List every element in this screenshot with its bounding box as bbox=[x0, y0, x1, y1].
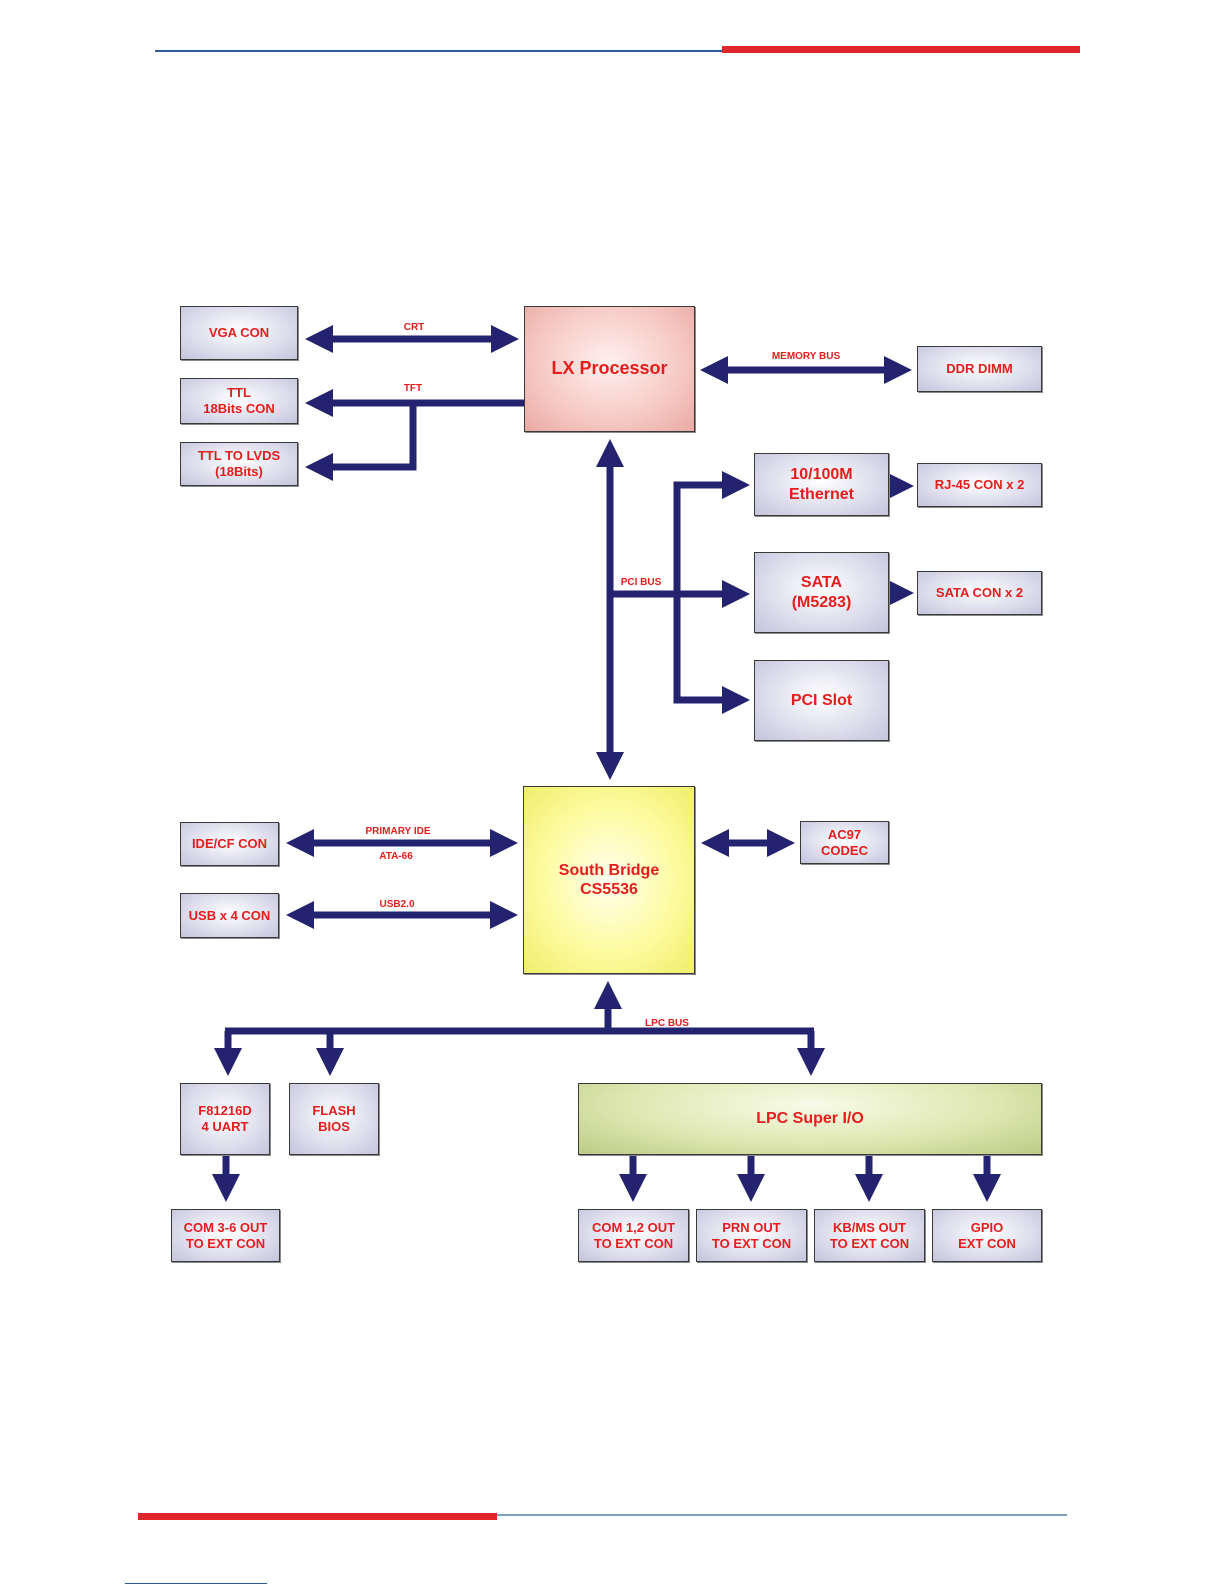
vga-con-block: VGA CON bbox=[180, 306, 298, 360]
ttl-18bits-con-block: TTL 18Bits CON bbox=[180, 378, 298, 424]
ethernet-block: 10/100M Ethernet bbox=[754, 453, 889, 516]
footer-link-underline bbox=[125, 1583, 267, 1584]
header-rule-red bbox=[722, 46, 1080, 53]
sata-con-block: SATA CON x 2 bbox=[917, 571, 1042, 615]
lpc-bus-label: LPC BUS bbox=[645, 1018, 689, 1029]
com36-out-block: COM 3-6 OUT TO EXT CON bbox=[171, 1209, 280, 1262]
memory-bus-label: MEMORY BUS bbox=[772, 351, 841, 362]
com12-out-block: COM 1,2 OUT TO EXT CON bbox=[578, 1209, 689, 1262]
tft-lvds-branch bbox=[305, 403, 417, 481]
flash-bios-block: FLASH BIOS bbox=[289, 1083, 379, 1155]
gpio-ext-block: GPIO EXT CON bbox=[932, 1209, 1042, 1262]
pci-slot-block: PCI Slot bbox=[754, 660, 889, 741]
ata66-label: ATA-66 bbox=[379, 851, 413, 862]
kbms-out-block: KB/MS OUT TO EXT CON bbox=[814, 1209, 925, 1262]
usb-con-block: USB x 4 CON bbox=[180, 893, 279, 938]
tft-label: TFT bbox=[404, 383, 422, 394]
lx-processor-block: LX Processor bbox=[524, 306, 695, 432]
south-bridge-block: South Bridge CS5536 bbox=[523, 786, 695, 974]
crt-label: CRT bbox=[404, 322, 425, 333]
pci-slot-branch bbox=[673, 600, 750, 714]
f81216d-uart-block: F81216D 4 UART bbox=[180, 1083, 270, 1155]
primary-ide-label: PRIMARY IDE bbox=[365, 826, 430, 837]
ddr-dimm-block: DDR DIMM bbox=[917, 346, 1042, 392]
ide-cf-con-block: IDE/CF CON bbox=[180, 822, 279, 866]
pci-bus-label: PCI BUS bbox=[621, 577, 662, 588]
sata-block: SATA (M5283) bbox=[754, 552, 889, 633]
rj45-con-block: RJ-45 CON x 2 bbox=[917, 463, 1042, 507]
header-rule-blue bbox=[155, 50, 722, 52]
ac97-codec-block: AC97 CODEC bbox=[800, 821, 889, 864]
prn-out-block: PRN OUT TO EXT CON bbox=[696, 1209, 807, 1262]
ttl-to-lvds-block: TTL TO LVDS (18Bits) bbox=[180, 442, 298, 486]
footer-rule-red bbox=[138, 1513, 497, 1520]
footer-rule-blue bbox=[497, 1514, 1067, 1516]
usb20-label: USB2.0 bbox=[379, 899, 414, 910]
lpc-super-io-block: LPC Super I/O bbox=[578, 1083, 1042, 1155]
